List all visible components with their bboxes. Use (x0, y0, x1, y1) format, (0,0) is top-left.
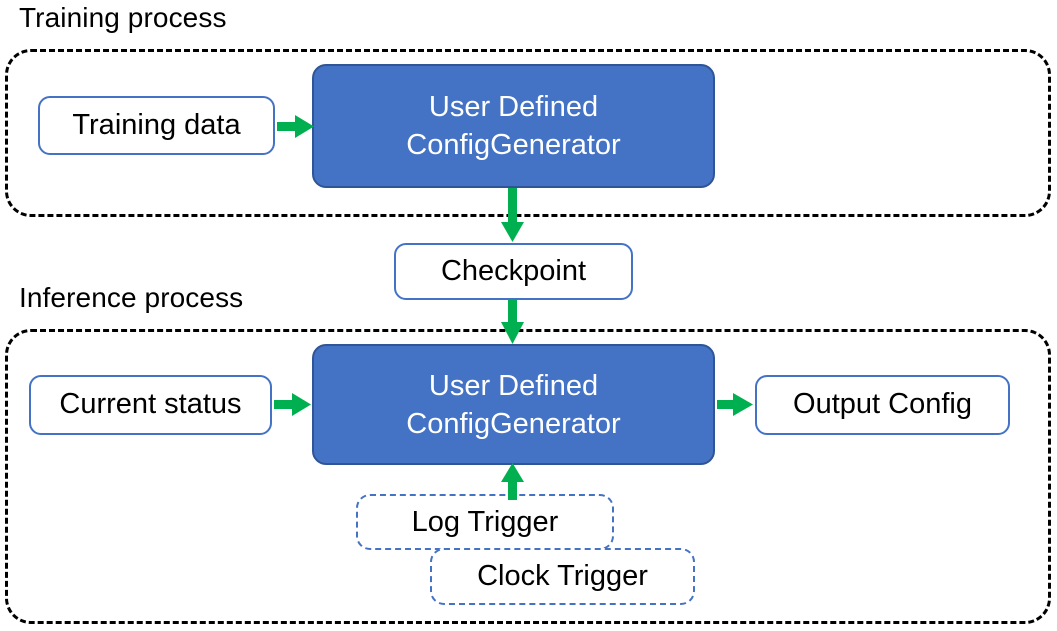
current-status-node[interactable]: Current status (29, 375, 272, 435)
training-data-node[interactable]: Training data (38, 96, 275, 155)
log-trigger-node[interactable]: Log Trigger (356, 494, 614, 550)
inference-config-generator-node[interactable]: User Defined ConfigGenerator (312, 344, 715, 465)
inference-process-group (5, 329, 1051, 624)
inference-process-title: Inference process (19, 282, 244, 313)
inference-config-generator-line1: User Defined (428, 369, 599, 402)
training-config-generator-node[interactable]: User Defined ConfigGenerator (312, 64, 715, 188)
output-config-node[interactable]: Output Config (755, 375, 1010, 435)
inference-config-generator-line2: ConfigGenerator (406, 407, 621, 440)
training-config-generator-line2: ConfigGenerator (406, 129, 621, 161)
clock-trigger-node[interactable]: Clock Trigger (430, 548, 695, 605)
checkpoint-node[interactable]: Checkpoint (394, 243, 633, 300)
training-process-group (5, 49, 1051, 217)
training-config-generator-line1: User Defined (428, 91, 599, 123)
training-process-title: Training process (19, 2, 227, 33)
